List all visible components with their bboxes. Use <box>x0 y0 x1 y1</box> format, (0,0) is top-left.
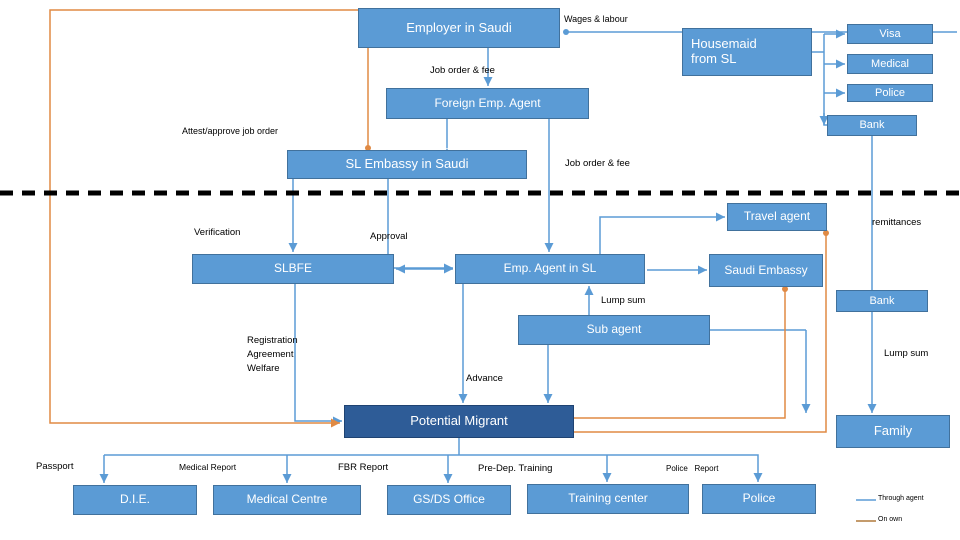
edge-label-job-order-fee-upper: Job order & fee <box>430 65 495 76</box>
node-label: Housemaid from SL <box>691 36 757 66</box>
node-label: Medical <box>871 57 909 70</box>
node-family[interactable]: Family <box>836 415 950 448</box>
legend-label-through-agent: Through agent <box>878 495 924 502</box>
node-sub-agent[interactable]: Sub agent <box>518 315 710 345</box>
edge-label-police-report: Police Report <box>666 464 719 473</box>
legend-swatches <box>856 499 876 522</box>
edge-label-pre-dep-training: Pre-Dep. Training <box>478 463 553 474</box>
node-label: GS/DS Office <box>413 492 485 507</box>
edge-label-lump-sum-family: Lump sum <box>884 348 929 359</box>
edge-label-registration-agreement-welfare: Registration Agreement Welfare <box>247 335 298 374</box>
node-label: Emp. Agent in SL <box>503 261 597 276</box>
node-label: Travel agent <box>743 209 811 224</box>
wire-empagent-travelagent <box>599 212 725 254</box>
node-visa[interactable]: Visa <box>847 24 933 44</box>
node-label: Family <box>873 423 913 439</box>
edge-label-verification: Verification <box>194 227 241 238</box>
wire-housemaid-fanout-spine <box>823 34 827 126</box>
node-die[interactable]: D.I.E. <box>73 485 197 515</box>
node-label: SLBFE <box>273 261 312 276</box>
node-label: SL Embassy in Saudi <box>345 156 469 172</box>
node-travel-agent[interactable]: Travel agent <box>727 203 827 231</box>
node-label: Bank <box>859 119 885 132</box>
node-label: Foreign Emp. Agent <box>434 95 541 110</box>
node-label: Sub agent <box>586 322 642 337</box>
legend-label-on-own: On own <box>878 516 903 523</box>
node-medical-centre[interactable]: Medical Centre <box>213 485 361 515</box>
node-bank-top[interactable]: Bank <box>827 115 917 136</box>
node-label: Saudi Embassy <box>724 262 808 277</box>
edge-label-attest-approve-job-order: Attest/approve job order <box>182 126 279 136</box>
node-saudi-embassy[interactable]: Saudi Embassy <box>709 254 823 287</box>
node-bank-bottom[interactable]: Bank <box>836 290 928 312</box>
node-label: Medical Centre <box>246 492 328 507</box>
node-medical[interactable]: Medical <box>847 54 933 74</box>
node-gs-ds-office[interactable]: GS/DS Office <box>387 485 511 515</box>
edge-label-wages-labour: Wages & labour <box>564 14 628 24</box>
node-employer[interactable]: Employer in Saudi <box>358 8 560 48</box>
edge-label-passport: Passport <box>36 461 74 472</box>
node-sl-embassy-in-saudi[interactable]: SL Embassy in Saudi <box>287 150 527 179</box>
edge-label-advance: Advance <box>466 373 503 384</box>
edge-label-lump-sum-subagent: Lump sum <box>601 295 646 306</box>
wire-migrant-saudiembassy-orange <box>574 286 788 419</box>
wire-embassy-approval <box>387 179 453 273</box>
node-label: Police <box>742 491 776 506</box>
node-label: D.I.E. <box>119 492 150 507</box>
node-potential-migrant[interactable]: Potential Migrant <box>344 405 574 438</box>
node-label: Employer in Saudi <box>406 19 512 35</box>
node-foreign-emp-agent[interactable]: Foreign Emp. Agent <box>386 88 589 119</box>
wire-employer-leftloop-migrant <box>49 9 358 428</box>
node-emp-agent-in-sl[interactable]: Emp. Agent in SL <box>455 254 645 284</box>
node-police-bottom[interactable]: Police <box>702 484 816 514</box>
node-training-center[interactable]: Training center <box>527 484 689 514</box>
wire-slbfe-migrant <box>294 284 342 426</box>
edge-label-medical-report: Medical Report <box>179 462 237 472</box>
edge-label-approval: Approval <box>370 231 408 242</box>
edge-label-job-order-fee-lower: Job order & fee <box>565 158 630 169</box>
node-police-top[interactable]: Police <box>847 84 933 102</box>
node-label: Potential Migrant <box>410 413 508 429</box>
node-slbfe[interactable]: SLBFE <box>192 254 394 284</box>
node-housemaid-from-sl[interactable]: Housemaid from SL <box>682 28 812 76</box>
node-label: Bank <box>869 294 895 307</box>
node-label: Police <box>875 86 905 99</box>
node-label: Training center <box>568 491 648 506</box>
node-label: Visa <box>879 27 901 40</box>
edge-label-fbr-report: FBR Report <box>338 462 389 473</box>
edge-label-remittances: remittances <box>872 217 922 228</box>
